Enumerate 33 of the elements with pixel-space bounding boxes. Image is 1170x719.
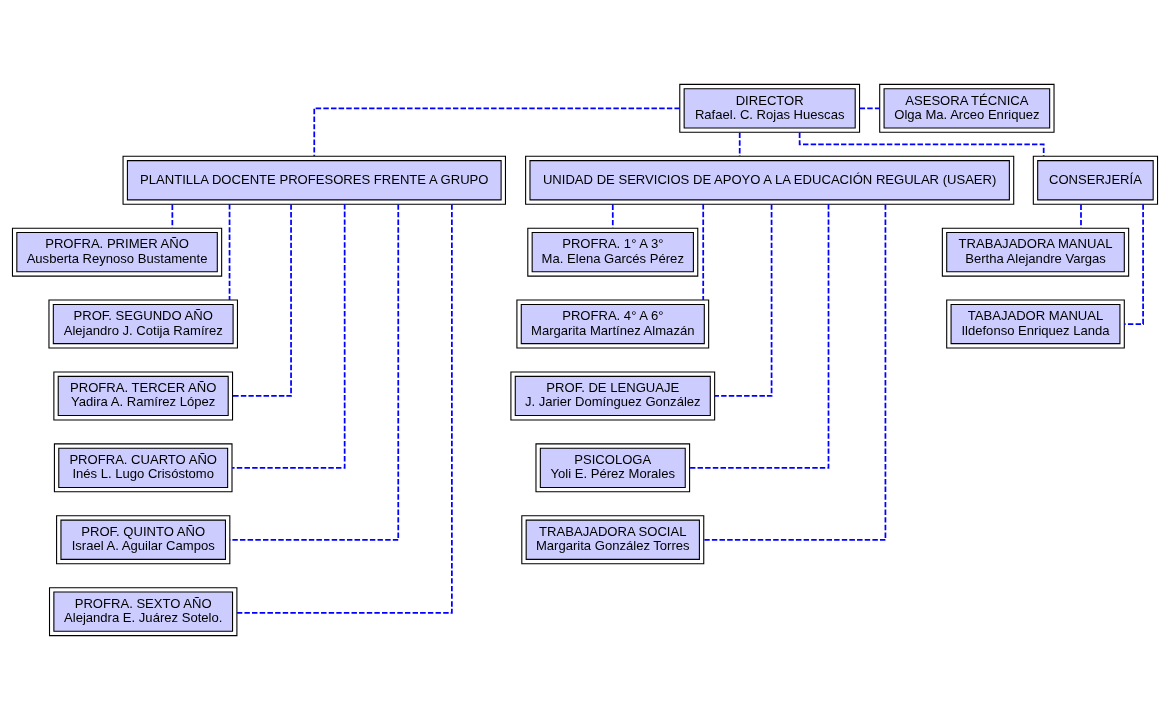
connector [231, 203, 292, 397]
connector [703, 203, 887, 541]
node-box: PROFRA. 1° A 3° Ma. Elena Garcés Pérez [527, 227, 699, 277]
connector [229, 203, 400, 541]
connector [713, 203, 773, 397]
node-box: PROFRA. 4° A 6° Margarita Martínez Almazán [516, 299, 710, 349]
connector [228, 202, 231, 301]
node-box: PSICOLOGA Yoli E. Pérez Morales [535, 442, 691, 492]
node-box: PROFRA. TERCER AÑO Yadira A. Ramírez López [53, 370, 234, 420]
node-box: PLANTILLA DOCENTE PROFESORES FRENTE A GRUPO [122, 155, 506, 205]
connector [236, 203, 453, 614]
node-box: PROFRA. SEXTO AÑO Alejandra E. Juárez Sotelo. [48, 586, 238, 636]
node-box: PROFRA. PRIMER AÑO Ausberta Reynoso Bustamente [11, 227, 223, 277]
connector [858, 106, 881, 109]
node-box: TRABAJADORA SOCIAL Margarita González Torres [521, 514, 705, 564]
node-box: UNIDAD DE SERVICIOS DE APOYO A LA EDUCACIÓN REGULAR (USAER) [525, 155, 1015, 205]
connector [702, 202, 705, 301]
connector [1123, 202, 1144, 325]
connector [611, 203, 614, 229]
connector [231, 202, 346, 469]
node-box: PROF. SEGUNDO AÑO Alejandro J. Cotija Ramírez [48, 299, 238, 349]
connector [1080, 203, 1082, 229]
node-box: PROF. QUINTO AÑO Israel A. Aguilar Campos [56, 514, 231, 564]
node-box: PROFRA. CUARTO AÑO Inés L. Lugo Crisóstomo [53, 442, 233, 492]
connector [688, 202, 830, 469]
node-box: ASESORA TÉCNICA Olga Ma. Arceo Enriquez [879, 83, 1055, 133]
node-box: PROF. DE LENGUAJE J. Jarier Domínguez González [510, 370, 716, 420]
connector [313, 106, 681, 157]
node-box: TABAJADOR MANUAL Ildefonso Enriquez Landa [946, 299, 1125, 349]
node-box: CONSERJERÍA [1032, 155, 1159, 205]
connector [171, 203, 174, 229]
node-box: TRABAJADORA MANUAL Bertha Alejandre Vargas [941, 227, 1130, 277]
node-box: DIRECTOR Rafael. C. Rojas Huescas [679, 83, 861, 133]
